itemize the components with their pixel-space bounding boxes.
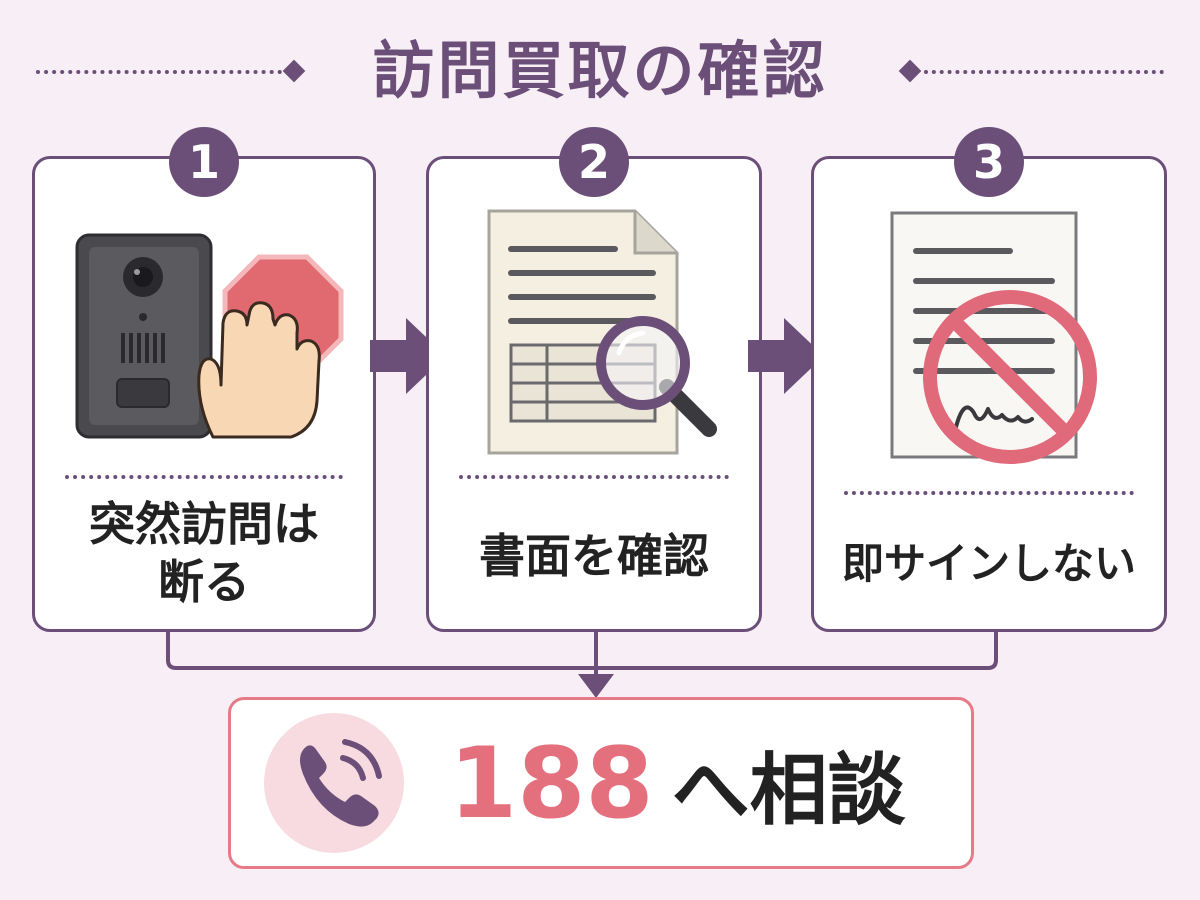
card-divider <box>459 475 729 479</box>
document-with-magnifier-icon <box>487 209 717 455</box>
title-divider-right <box>924 70 1164 74</box>
arrow-right-icon <box>748 318 824 394</box>
page-title: 訪問買取の確認 <box>372 34 828 107</box>
hotline-number: 188 <box>449 727 654 841</box>
no-signature-icon <box>890 211 1097 464</box>
step-badge-3: 3 <box>954 127 1024 197</box>
step-card-1: 突然訪問は 断る <box>32 156 376 632</box>
step-card-2: 書面を確認 <box>426 156 762 632</box>
title-divider-left <box>36 70 282 74</box>
consult-label: へ相談 <box>671 746 906 836</box>
down-arrow-icon <box>578 674 614 698</box>
step-badge-2: 2 <box>559 127 629 197</box>
step-card-3: 即サインしない <box>811 156 1167 632</box>
arrow-right-icon <box>370 318 446 394</box>
step-label-3: 即サインしない <box>841 539 1136 588</box>
intercom-with-stop-hand-icon <box>75 233 344 439</box>
card-divider <box>844 491 1134 495</box>
card-divider <box>65 475 343 479</box>
step-badge-1: 1 <box>169 127 239 197</box>
step-label-2: 書面を確認 <box>479 529 709 583</box>
title-row: 訪問買取の確認 <box>0 32 1200 112</box>
step-label-1: 突然訪問は 断る <box>89 497 319 609</box>
phone-ringing-icon <box>264 713 404 853</box>
